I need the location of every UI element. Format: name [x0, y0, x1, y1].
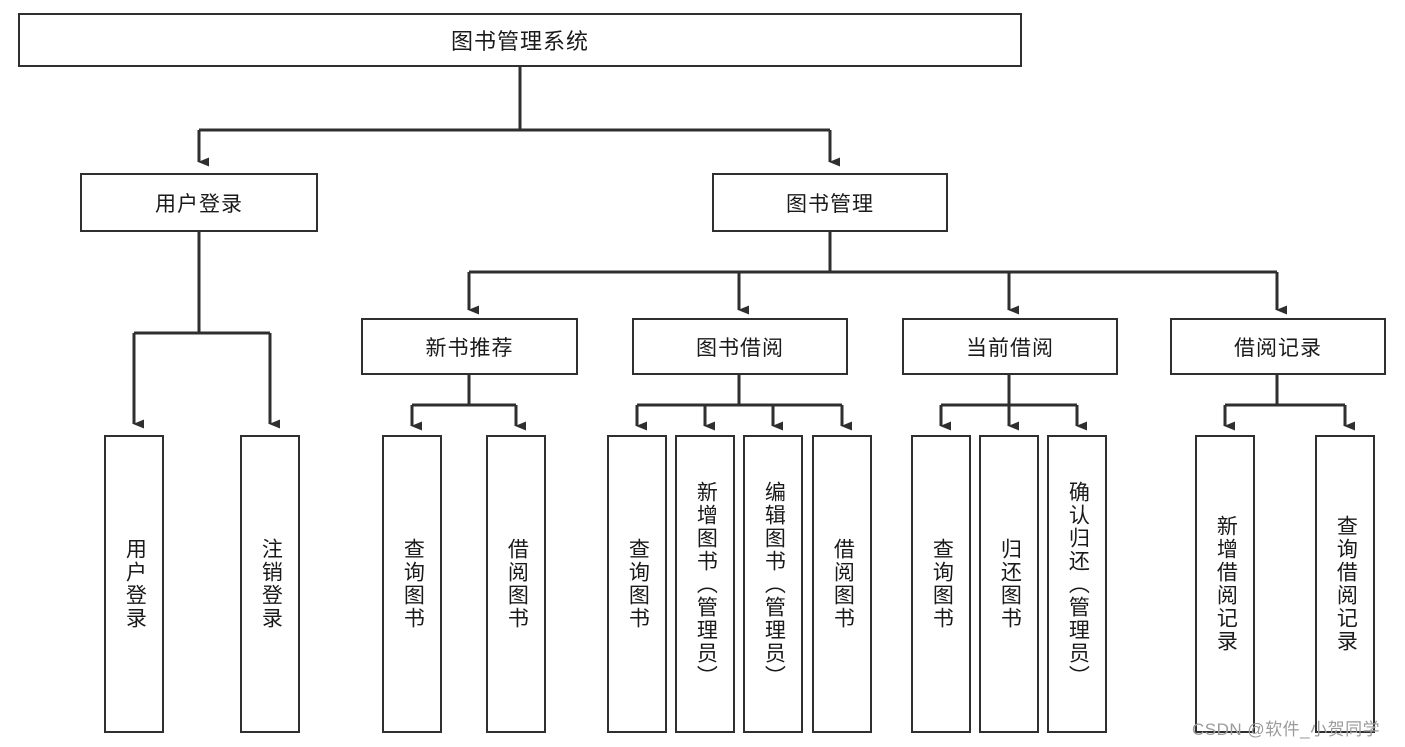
node-label: 图书管理系统	[450, 29, 589, 54]
node-label: 新增图书（管理员）	[694, 480, 718, 688]
node-label: 确认归还（管理员）	[1066, 480, 1090, 688]
node-new-book-recommend[interactable]: 新书推荐	[361, 318, 578, 375]
node-label: 查询借阅记录	[1334, 515, 1358, 653]
node-root-book-management-system[interactable]: 图书管理系统	[18, 13, 1022, 67]
node-leaf-edit-book-admin[interactable]: 编辑图书（管理员）	[743, 435, 803, 733]
node-leaf-add-book-admin[interactable]: 新增图书（管理员）	[675, 435, 735, 733]
node-leaf-query-book-recommend[interactable]: 查询图书	[382, 435, 442, 733]
node-leaf-query-book-borrow[interactable]: 查询图书	[607, 435, 667, 733]
node-label: 归还图书	[998, 538, 1022, 630]
node-leaf-add-borrow-record[interactable]: 新增借阅记录	[1195, 435, 1255, 733]
node-label: 编辑图书（管理员）	[762, 480, 786, 688]
node-leaf-borrow-book[interactable]: 借阅图书	[812, 435, 872, 733]
node-label: 图书管理	[786, 192, 874, 216]
node-book-management[interactable]: 图书管理	[712, 173, 948, 232]
csdn-watermark: CSDN @软件_小贺同学	[1192, 720, 1381, 739]
node-borrow-record[interactable]: 借阅记录	[1170, 318, 1386, 375]
node-label: 查询图书	[626, 538, 650, 630]
node-label: 借阅图书	[505, 538, 529, 630]
node-label: 查询图书	[401, 538, 425, 630]
node-current-borrow[interactable]: 当前借阅	[902, 318, 1118, 375]
node-leaf-logout-login[interactable]: 注销登录	[240, 435, 300, 733]
node-leaf-borrow-book-recommend[interactable]: 借阅图书	[486, 435, 546, 733]
node-label: 当前借阅	[966, 336, 1054, 360]
node-label: 用户登录	[123, 538, 147, 630]
node-leaf-return-book[interactable]: 归还图书	[979, 435, 1039, 733]
node-book-borrow[interactable]: 图书借阅	[632, 318, 848, 375]
node-label: 新增借阅记录	[1214, 515, 1238, 653]
node-leaf-confirm-return-admin[interactable]: 确认归还（管理员）	[1047, 435, 1107, 733]
node-label: 借阅图书	[831, 538, 855, 630]
node-leaf-query-borrow-record[interactable]: 查询借阅记录	[1315, 435, 1375, 733]
node-leaf-query-book-current[interactable]: 查询图书	[911, 435, 971, 733]
node-label: 新书推荐	[425, 336, 514, 360]
node-leaf-user-login[interactable]: 用户登录	[104, 435, 164, 733]
node-label: 注销登录	[259, 538, 283, 630]
node-label: 借阅记录	[1234, 336, 1322, 360]
node-user-login[interactable]: 用户登录	[80, 173, 318, 232]
node-label: 用户登录	[155, 192, 243, 216]
node-label: 查询图书	[930, 538, 954, 630]
node-label: 图书借阅	[696, 336, 784, 360]
